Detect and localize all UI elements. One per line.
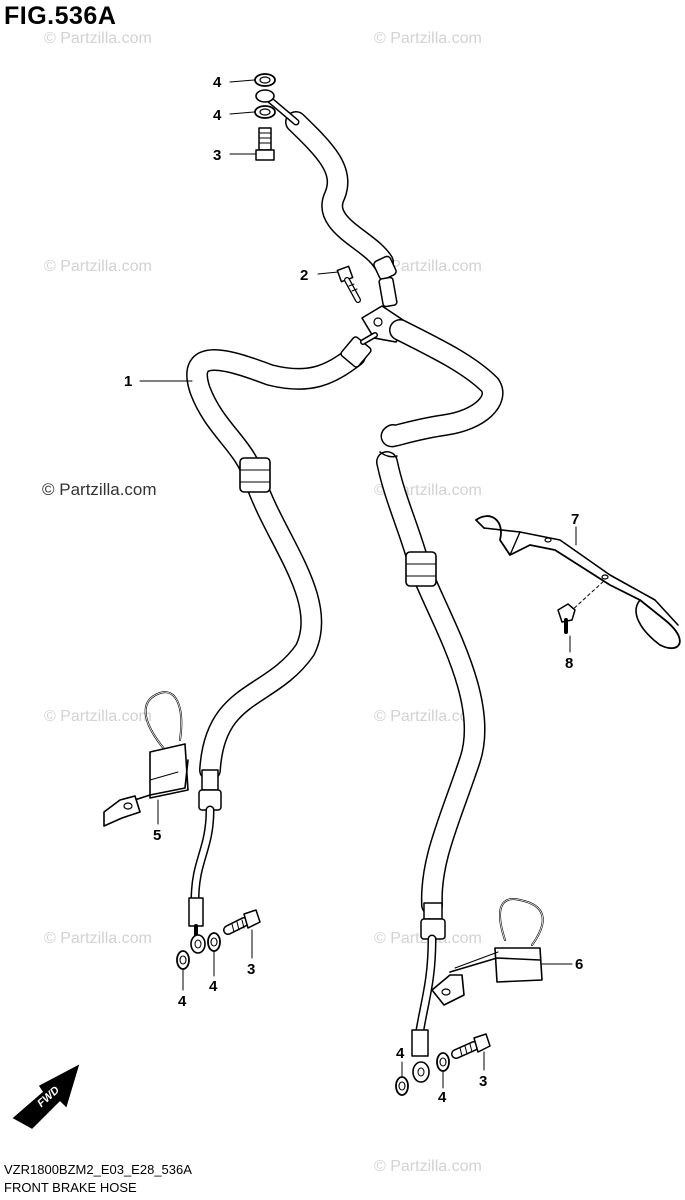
bracket [475, 515, 681, 650]
footer-name: FRONT BRAKE HOSE [4, 1180, 137, 1195]
watermark: © Partzilla.com [44, 30, 152, 47]
callout-clamp-left: 5 [153, 827, 161, 844]
left-hose [186, 332, 378, 954]
watermark: © Partzilla.com [44, 258, 152, 275]
bracket-bolt [557, 579, 606, 634]
callout-bracket: 7 [571, 511, 579, 528]
callout-bolt-right-lower: 3 [479, 1073, 487, 1090]
callout-washer-right-a: 4 [396, 1045, 405, 1062]
right-lower-bolt [451, 1033, 491, 1059]
callout-union-bolt: 2 [300, 267, 308, 284]
left-clamp [103, 691, 189, 827]
callout-washer-left-b: 4 [209, 978, 218, 995]
left-lower-bolt [223, 909, 261, 935]
fwd-arrow-icon: FWD [12, 1064, 80, 1129]
left-washer-b [207, 932, 221, 952]
right-washer-b [436, 1052, 450, 1072]
watermark: © Partzilla.com [44, 930, 152, 947]
callout-washer-right-b: 4 [438, 1089, 447, 1106]
right-washer-a [395, 1076, 409, 1096]
top-washer-lower [254, 105, 276, 119]
right-hose [376, 319, 504, 1083]
left-washer-a [176, 950, 190, 970]
watermark: © Partzilla.com [44, 708, 152, 725]
watermark: © Partzilla.com [374, 30, 482, 47]
upper-hose [266, 96, 398, 308]
callout-clamp-right: 6 [575, 956, 583, 973]
watermark: © Partzilla.com [374, 708, 482, 725]
callout-bolt-left-lower: 3 [247, 961, 255, 978]
leader-lines [139, 79, 577, 1089]
figure-title: FIG.536A [4, 2, 117, 30]
callout-bracket-bolt: 8 [565, 655, 573, 672]
watermark-dark: © Partzilla.com [42, 480, 157, 499]
callout-hose: 1 [124, 373, 132, 390]
top-banjo-bolt [255, 127, 275, 161]
watermark: © Partzilla.com [374, 1158, 482, 1175]
right-clamp [431, 898, 544, 1006]
footer-code: VZR1800BZM2_E03_E28_536A [4, 1162, 192, 1177]
watermark: © Partzilla.com [374, 258, 482, 275]
union-bolt [336, 265, 361, 303]
top-washer-upper [254, 73, 276, 87]
callout-washer-left-a: 4 [178, 993, 187, 1010]
callout-washer-top-a: 4 [213, 74, 222, 91]
callout-washer-top-b: 4 [213, 107, 222, 124]
callout-bolt-top: 3 [213, 147, 221, 164]
